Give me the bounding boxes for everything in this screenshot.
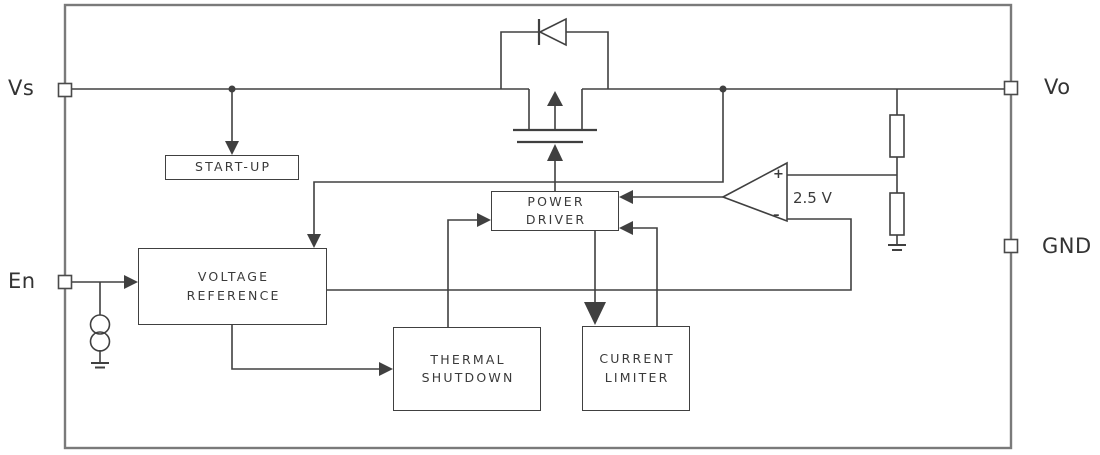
arrow-into-vref-left [124, 275, 138, 289]
opamp-minus-sign: – [773, 208, 780, 223]
wire-vref-to-thermal [231, 325, 379, 370]
current-limiter-block: CURRENT LIMITER [582, 326, 690, 411]
reference-voltage-label: 2.5 V [793, 189, 832, 207]
arrow-into-vref-top [307, 234, 321, 248]
startup-block-label: START-UP [194, 159, 272, 175]
arrow-into-startup [225, 141, 239, 155]
diode-loop-wire [500, 31, 609, 89]
gate-drive-arrowhead [547, 144, 563, 161]
arrow-into-driver-right-lower [619, 221, 633, 235]
vo-pin-label: Vo [1044, 75, 1071, 99]
gnd-pin-square [1003, 238, 1019, 254]
power-driver-label-line2: DRIVER [525, 212, 587, 227]
opamp-triangle [721, 161, 788, 223]
power-driver-block: POWER DRIVER [491, 191, 619, 231]
pass-transistor-symbol [513, 89, 597, 191]
en-pin-square [57, 274, 73, 290]
mosfet-body-arrowhead [547, 91, 563, 106]
diode-triangle [538, 17, 567, 47]
en-pin-label: En [8, 269, 36, 293]
wire-rail-to-vref [313, 89, 724, 234]
voltage-reference-label-line2: REFERENCE [186, 287, 281, 303]
junction-dot-vref-feed [719, 85, 727, 93]
thermal-shutdown-label-line2: SHUTDOWN [421, 370, 515, 385]
divider-ground-symbol [888, 244, 906, 251]
thermal-shutdown-block: THERMAL SHUTDOWN [393, 327, 541, 411]
arrow-into-limiter [584, 302, 606, 325]
wire-limiter-to-driver [633, 227, 658, 326]
wire-thermal-to-driver [447, 219, 477, 327]
current-source-symbol [89, 314, 111, 352]
wire-vref-to-minus [327, 218, 852, 291]
signal-arrowheads [124, 141, 633, 376]
current-limiter-label-line1: CURRENT [599, 351, 675, 367]
device-boundary [63, 3, 1013, 450]
resistor-r1 [889, 114, 905, 158]
thermal-shutdown-label-line1: THERMAL [430, 351, 506, 367]
arrow-into-driver-right-upper [619, 190, 633, 204]
arrow-into-thermal [379, 362, 393, 376]
vs-pin-label: Vs [8, 76, 35, 100]
gnd-pin-label: GND [1042, 234, 1092, 258]
resistor-r2 [889, 192, 905, 236]
package-pins [57, 80, 1019, 290]
vs-pin-square [57, 82, 73, 98]
startup-block: START-UP [165, 155, 299, 180]
junction-dot-startup [228, 85, 236, 93]
power-driver-label-line1: POWER [527, 193, 585, 209]
wires [72, 88, 1004, 370]
voltage-reference-block: VOLTAGE REFERENCE [138, 248, 327, 325]
enable-ground-symbol [91, 362, 109, 369]
body-diode-symbol [500, 17, 609, 89]
opamp-plus-sign: + [773, 167, 784, 182]
arrow-into-driver-left [477, 213, 491, 227]
current-limiter-label-line2: LIMITER [604, 369, 670, 385]
mosfet-terminal-stubs [528, 89, 583, 130]
vo-pin-square [1003, 80, 1019, 96]
voltage-reference-label-line1: VOLTAGE [197, 269, 270, 285]
error-amplifier-symbol [721, 161, 788, 223]
